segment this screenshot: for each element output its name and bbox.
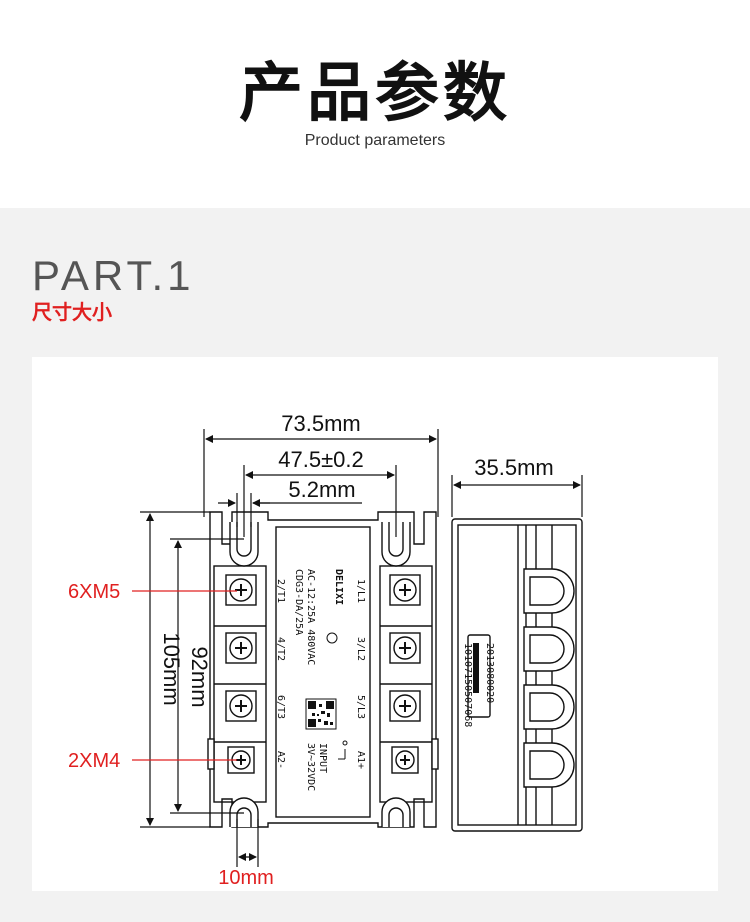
dim-slot-width-label: 5.2mm [288, 477, 355, 502]
page-title: 产品参数 [239, 57, 511, 131]
dim-depth [451, 475, 583, 517]
mount-slot-bottom-right [381, 797, 411, 827]
terminal-label: 3/L2 [355, 637, 366, 661]
header: 产品参数 Product parameters [0, 0, 750, 208]
side-view [451, 518, 583, 832]
dimensions-section: PART.1 尺寸大小 [0, 208, 750, 922]
dim-bottom-slot-label: 10mm [218, 867, 274, 889]
rating-label: AC-12:25A 480VAC [305, 569, 316, 665]
terminal-label: A2- [275, 751, 286, 769]
diagram-panel: 2/T1 4/T2 6/T3 A2- 1/L1 3/L2 5/L3 A1+ CD… [32, 357, 718, 891]
dim-height-total [140, 511, 210, 828]
terminal-labels-right: 1/L1 3/L2 5/L3 A1+ [355, 579, 366, 769]
terminal-labels-left: 2/T1 4/T2 6/T3 A2- [275, 579, 286, 769]
terminal-label: A1+ [355, 751, 366, 769]
screw-terminals-left [225, 574, 257, 774]
terminal-label: 6/T3 [275, 695, 286, 719]
brand-logo: DELIXI [333, 569, 344, 605]
dim-width-total [203, 429, 439, 517]
part-label: PART.1 [32, 252, 195, 299]
dim-bottom-slot [236, 819, 259, 867]
cert-mark-icon [326, 632, 338, 644]
qr-code-icon [305, 698, 337, 730]
page-subtitle: Product parameters [304, 132, 446, 149]
dim-depth-label: 35.5mm [474, 455, 553, 480]
front-view [207, 511, 439, 828]
serial-number: 2013080020 [484, 643, 495, 703]
terminal-label: 4/T2 [275, 637, 286, 661]
serial-number-2: 10107150507068 [462, 643, 473, 727]
callout-power-screws: 6XM5 [68, 581, 237, 603]
callout-control-screws: 2XM4 [68, 750, 237, 772]
model-label: CDG3-DA/25A [293, 569, 304, 635]
callout-control-screws-label: 2XM4 [68, 750, 120, 772]
dim-mount-height-label: 92mm [187, 646, 212, 707]
dim-height-total-label: 105mm [159, 632, 184, 705]
section-name: 尺寸大小 [32, 300, 112, 324]
input-label: INPUT [317, 743, 328, 773]
dimension-diagram: 2/T1 4/T2 6/T3 A2- 1/L1 3/L2 5/L3 A1+ CD… [68, 411, 583, 889]
product-markings: CDG3-DA/25A AC-12:25A 480VAC DELIXI INPU… [293, 569, 348, 791]
input-range-label: 3V~32VDC [305, 743, 316, 791]
terminal-label: 5/L3 [355, 695, 366, 719]
mount-slot-top-right [381, 522, 411, 567]
callout-power-screws-label: 6XM5 [68, 581, 120, 603]
dim-mount-spacing-label: 47.5±0.2 [278, 447, 363, 472]
terminal-label: 1/L1 [355, 579, 366, 603]
dim-width-total-label: 73.5mm [281, 411, 360, 436]
dim-mount-height [170, 538, 244, 814]
dim-mount-spacing [243, 465, 397, 537]
dim-slot-width [218, 493, 362, 527]
terminal-label: 2/T1 [275, 579, 286, 603]
screw-terminals-right [389, 574, 421, 774]
